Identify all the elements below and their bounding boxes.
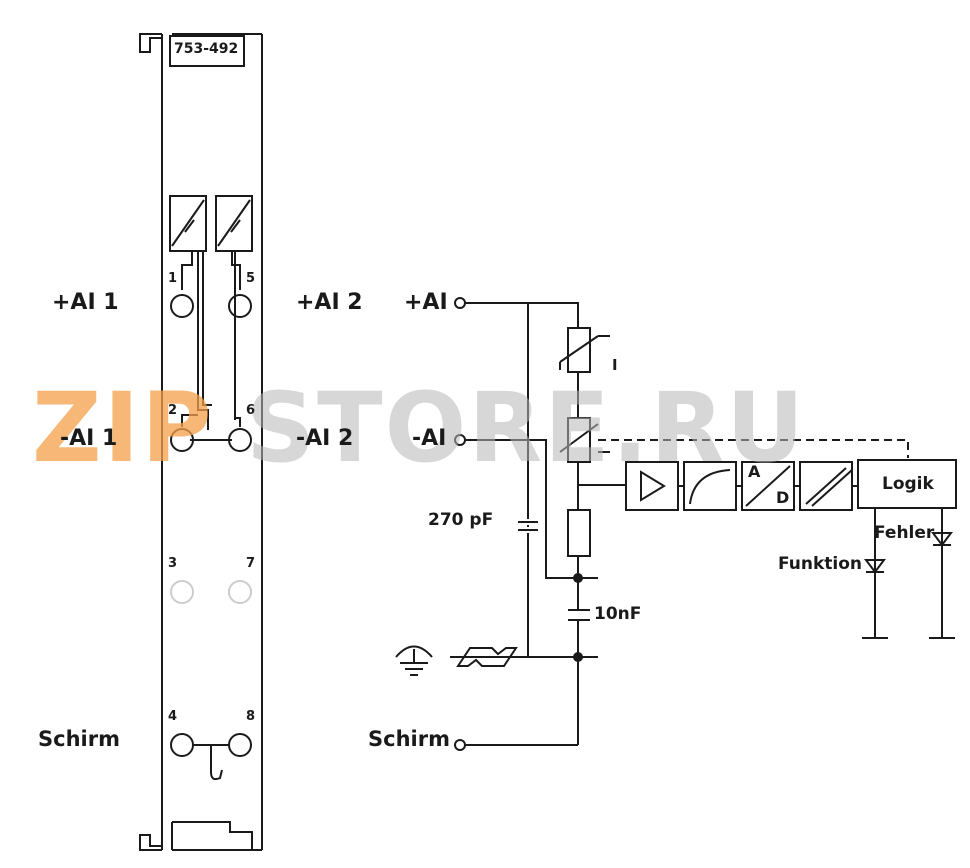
terminal-2	[170, 428, 194, 452]
terminal-label-8: 8	[246, 709, 256, 724]
terminal-label-5: 5	[246, 271, 256, 286]
terminal-label-1: 1	[168, 271, 178, 286]
din-rail	[456, 647, 518, 667]
terminal-8	[228, 733, 252, 757]
led-error-label: Fehler	[874, 523, 935, 543]
schematic-shield-terminal	[454, 739, 466, 751]
terminal-label-6: 6	[246, 403, 256, 418]
cap-270pf-label: 270 pF	[428, 510, 494, 530]
label-ai1-minus: -AI 1	[60, 426, 118, 451]
terminal-7	[228, 580, 252, 604]
terminal-label-4: 4	[168, 709, 178, 724]
watermark-zip: ZIP	[32, 372, 214, 484]
label-ai1-plus: +AI 1	[52, 290, 119, 315]
channel-symbol-2	[215, 195, 253, 252]
part-number-box	[169, 35, 245, 67]
logic-label: Logik	[882, 474, 934, 494]
terminal-label-2: 2	[168, 403, 178, 418]
schematic-label-ai-minus: -AI	[412, 426, 447, 451]
terminal-5	[228, 294, 252, 318]
label-ai2-plus: +AI 2	[296, 290, 363, 315]
label-shield-left: Schirm	[38, 727, 120, 751]
terminal-6	[228, 428, 252, 452]
shield-bridge	[193, 744, 229, 781]
function-led	[864, 559, 886, 574]
terminal-1	[170, 294, 194, 318]
ad-label-d: D	[776, 488, 790, 507]
error-led	[931, 532, 953, 547]
earth-symbol	[395, 645, 433, 676]
channel-symbol-1	[169, 195, 207, 252]
module-housing	[139, 33, 263, 851]
varistor-mark: I	[612, 356, 618, 374]
terminal-label-7: 7	[246, 556, 256, 571]
schematic-ai-plus-terminal	[454, 297, 466, 309]
watermark-store: STORE.RU	[246, 372, 807, 484]
terminal-label-3: 3	[168, 556, 178, 571]
schematic-label-shield: Schirm	[368, 727, 450, 751]
cap-10nf-label: 10nF	[594, 604, 642, 624]
resistor	[567, 509, 591, 557]
terminal-3	[170, 580, 194, 604]
terminal-4	[170, 733, 194, 757]
ad-label-a: A	[748, 462, 761, 481]
logic-block	[857, 459, 957, 509]
part-number: 753-492	[174, 41, 239, 57]
led-function-label: Funktion	[778, 554, 863, 574]
schematic-label-ai-plus: +AI	[404, 290, 448, 315]
label-ai2-minus: -AI 2	[296, 426, 354, 451]
